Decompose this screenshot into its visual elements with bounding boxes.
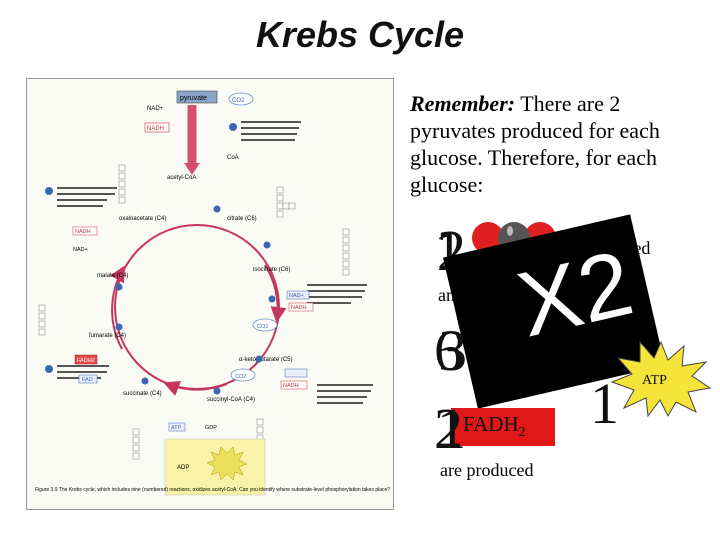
remember-note: Remember: There are 2 pyruvates produced… [410, 90, 710, 198]
fig-isocitrate: isocitrate (C6) [253, 267, 290, 273]
fig-citrate: citrate (C6) [227, 216, 257, 222]
fig-nad-top: NAD+ [147, 106, 164, 112]
fig-pyruvate: pyruvate [180, 95, 207, 102]
fig-atp-burst [206, 446, 248, 481]
fig-nadh-lower: NADH [283, 383, 299, 389]
fig-atp: ATP [171, 425, 182, 431]
multiplier-text: X2 [508, 231, 642, 357]
fig-succinate: succinate (C4) [123, 391, 162, 397]
fig-nadh-top: NADH [147, 126, 164, 132]
fadh2-label-sub: 2 [518, 425, 526, 441]
fig-nadh-top-box [144, 122, 170, 133]
cycle-ring [114, 224, 280, 390]
fig-adp: ADP [177, 465, 189, 471]
fig-co2-low: CO2 [235, 374, 246, 380]
fig-nadh-right: NADH [291, 305, 307, 311]
fig-annotation-e [45, 187, 117, 207]
fig-step-markers [115, 205, 276, 395]
fig-annotation-b [317, 384, 373, 404]
fig-fumarate: fumarate (C4) [89, 333, 126, 339]
produced-text: are produced [440, 460, 534, 480]
fig-nad-right: NAD+ [289, 293, 304, 299]
fadh2-box [451, 408, 555, 446]
fig-co2-bubble [228, 92, 254, 106]
fig-annotation-c [307, 284, 367, 304]
krebs-cycle-diagram: pyruvate CO2 NAD+ NADH CoA acetyl-CoA [35, 90, 390, 496]
remember-body: There are 2 pyruvates produced for each … [410, 91, 660, 197]
fig-nadh-left: NADH [75, 229, 91, 235]
fig-caption: Figure 3.9 The Krebs cycle, which includ… [35, 487, 390, 493]
atp-count: 1 [590, 371, 619, 436]
fig-fadh2-box [74, 354, 98, 365]
remember-lead: Remember: [410, 91, 516, 116]
fig-ketoglutarate: α-ketoglutarate (C5) [239, 357, 293, 363]
fig-gdp: GDP [205, 425, 217, 431]
fig-coa: CoA [227, 155, 239, 161]
atp-burst-icon: ATP [610, 340, 712, 418]
fadh2-label-text: FADH [463, 412, 519, 436]
fadh2-count-old: 1 [437, 396, 466, 461]
fig-co2-mid: CO2 [257, 324, 268, 330]
fadh2-count-new: 2 [434, 396, 463, 461]
pyruvate-box [176, 90, 218, 104]
atp-label: ATP [642, 373, 667, 388]
fig-fadh2: FADH2 [77, 358, 95, 364]
fig-annotation-d [45, 365, 109, 379]
fig-oxaloacetate: oxaloacetate (C4) [119, 216, 166, 222]
fig-fad: FAD [82, 377, 93, 383]
slide-title: Krebs Cycle [255, 14, 465, 55]
fig-annotation-a [229, 121, 301, 141]
fig-co2: CO2 [232, 98, 245, 104]
fig-malate: malate (C4) [97, 273, 128, 279]
fig-succinyl: succinyl-CoA (C4) [207, 397, 255, 403]
fig-nad-left: NAD+ [73, 247, 88, 253]
fig-acetyl: acetyl-CoA [167, 175, 196, 181]
krebs-cycle-figure: pyruvate CO2 NAD+ NADH CoA acetyl-CoA [26, 78, 394, 510]
pyruvate-arrowhead [184, 163, 200, 175]
fadh2-label: FADH2 [463, 412, 526, 441]
fig-carbon-chains [38, 164, 350, 460]
nadh-count-new: 6 [434, 318, 463, 383]
